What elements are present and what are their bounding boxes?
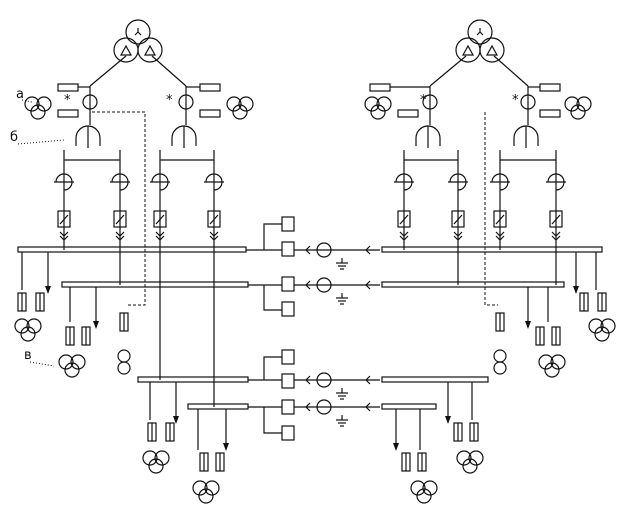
label-b: б [10,130,18,145]
feeders-top-right [393,150,567,285]
outgoing-right [392,251,616,504]
control-dashed-line-right [484,112,498,306]
leader-v [29,361,55,367]
feeders-top-left [53,150,225,407]
control-dashed-line-left [92,111,146,306]
busbars [17,246,603,410]
star-mark-left: * [64,93,71,108]
star-mark-center-right: * [420,93,427,108]
transformer-left [24,19,254,149]
outgoing-left [14,251,230,504]
bus-ties [246,216,380,441]
star-mark-right: * [512,93,519,108]
label-v: в [24,348,32,363]
star-mark-center-left: * [166,93,173,108]
label-a: а [16,87,24,102]
transformer-right [364,19,592,149]
leader-b [17,139,65,145]
